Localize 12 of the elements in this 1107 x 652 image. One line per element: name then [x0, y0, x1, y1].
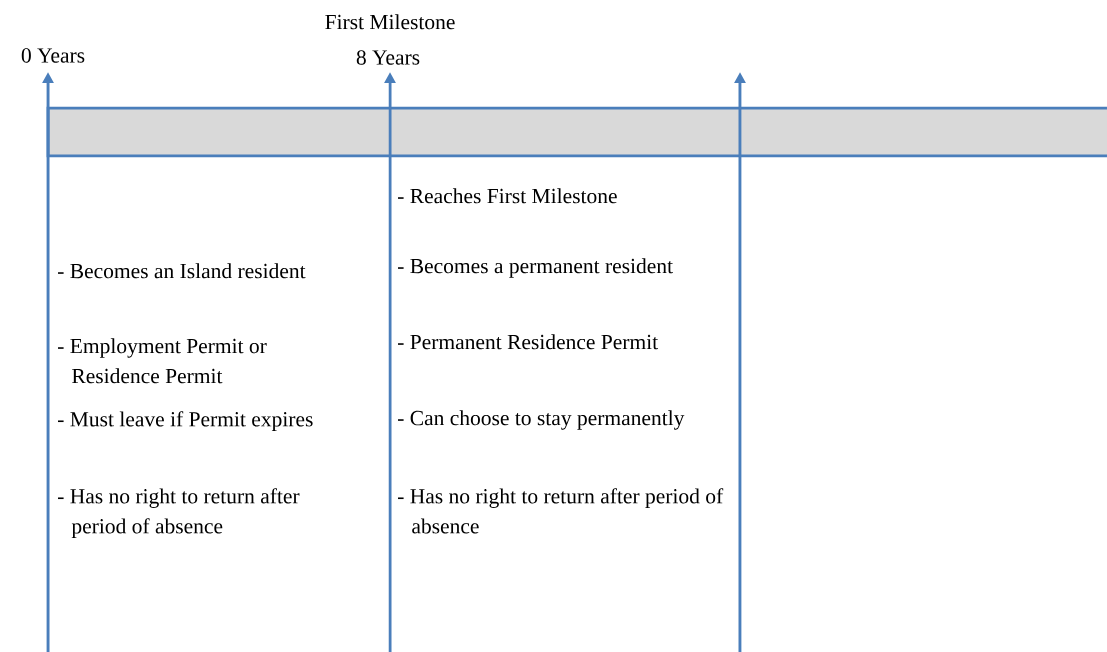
- bullet-text: - Reaches First Milestone: [398, 188, 617, 204]
- bullet-text: - Permanent Residence Permit: [398, 334, 658, 350]
- bullet-text: - Becomes a permanent resident: [398, 258, 673, 278]
- bullet-text: - Has no right to return after period of absence: [398, 488, 724, 534]
- bullet-text: - Must leave if Permit expires: [58, 411, 313, 431]
- bullet-text: - Has no right to return after period of absence: [58, 488, 300, 538]
- bullet-text: - Can choose to stay permanently: [398, 410, 685, 430]
- bullet-text: - Becomes an Island resident: [58, 263, 306, 279]
- milestone-label: First Milestone: [325, 14, 455, 30]
- milestone-label: 8 Years: [356, 50, 420, 65]
- milestone-label: 0 Years: [21, 48, 85, 63]
- bullet-text: - Employment Permit or Residence Permit: [58, 338, 267, 384]
